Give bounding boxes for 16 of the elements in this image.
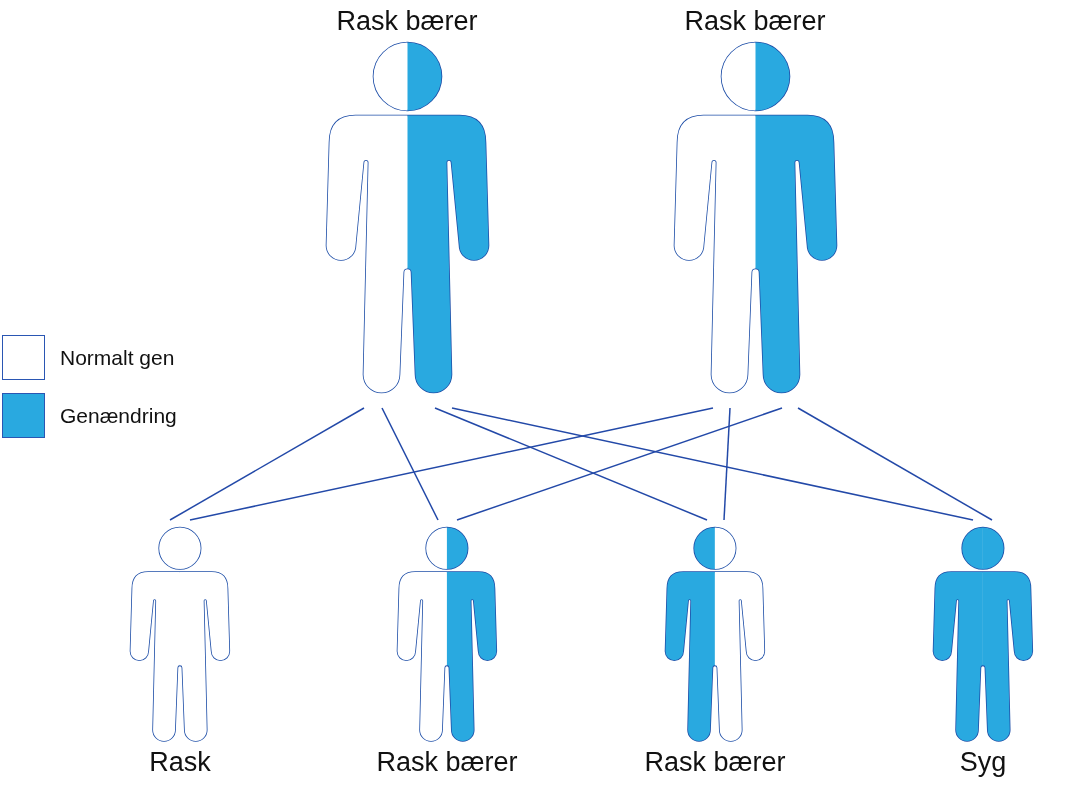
connector-line	[797, 407, 993, 521]
person-label: Rask bærer	[684, 5, 826, 38]
connector-line	[434, 407, 708, 521]
person-label: Rask bærer	[376, 745, 518, 779]
person-label: Syg	[959, 745, 1007, 779]
legend-label: Normalt gen	[60, 344, 175, 371]
connector-line	[723, 407, 731, 521]
connector-line	[451, 407, 974, 521]
connector-line	[169, 407, 365, 521]
connector-line	[189, 407, 714, 521]
person-label: Rask	[149, 745, 211, 779]
person-label: Rask bærer	[644, 745, 786, 779]
person-label: Rask bærer	[336, 5, 478, 38]
legend-label: Genændring	[60, 402, 177, 429]
connector-line	[381, 407, 439, 521]
connector-line	[456, 407, 783, 521]
